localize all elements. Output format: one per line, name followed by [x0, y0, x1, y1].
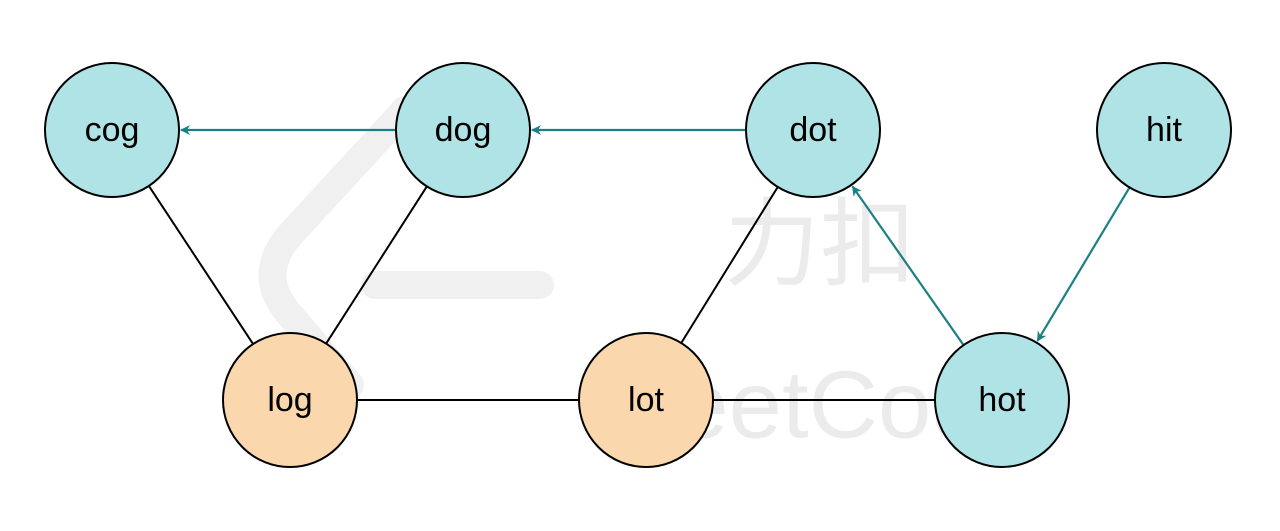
- node-label-log: log: [267, 381, 312, 419]
- node-label-dog: dog: [435, 111, 492, 149]
- node-circle-log: [222, 332, 358, 468]
- node-circle-lot: [578, 332, 714, 468]
- leetcode-logo-icon: [258, 96, 419, 399]
- edge-dot-lot: [680, 186, 779, 344]
- node-circle-hot: [934, 332, 1070, 468]
- arrow-hot-to-dot: [851, 185, 965, 346]
- node-label-dot: dot: [789, 111, 837, 149]
- node-circle-dog: [395, 62, 531, 198]
- watermark-brand-text: 力扣: [724, 192, 916, 299]
- edges-layer: [148, 185, 935, 401]
- node-dog: dog: [395, 62, 531, 198]
- node-hot: hot: [934, 332, 1070, 468]
- nodes-layer: cog dog dot hit log lot hot: [44, 62, 1232, 468]
- node-circle-hit: [1096, 62, 1232, 198]
- node-log: log: [222, 332, 358, 468]
- node-hit: hit: [1096, 62, 1232, 198]
- node-dot: dot: [745, 62, 881, 198]
- arrows-layer: [180, 125, 1131, 346]
- edge-cog-log: [148, 185, 254, 345]
- node-label-cog: cog: [85, 111, 140, 149]
- arrow-hit-to-hot: [1036, 186, 1131, 342]
- node-label-hit: hit: [1146, 111, 1182, 149]
- node-circle-dot: [745, 62, 881, 198]
- node-circle-cog: [44, 62, 180, 198]
- node-label-hot: hot: [978, 381, 1026, 419]
- node-label-lot: lot: [628, 381, 664, 419]
- edge-dog-log: [325, 185, 428, 345]
- node-cog: cog: [44, 62, 180, 198]
- node-lot: lot: [578, 332, 714, 468]
